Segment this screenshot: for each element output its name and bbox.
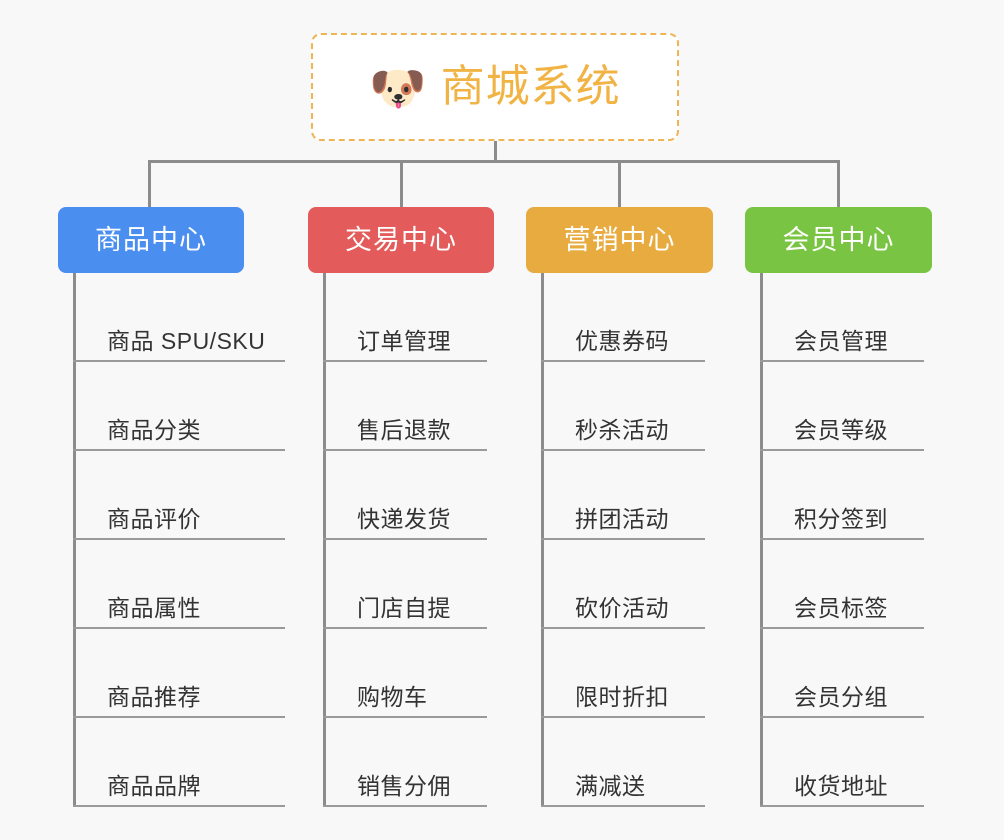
leaf-label: 门店自提 — [357, 595, 451, 621]
leaf-item[interactable]: 商品品牌 — [73, 718, 285, 807]
leaf-item[interactable]: 售后退款 — [323, 362, 487, 451]
leaf-label: 会员管理 — [794, 328, 888, 354]
leaf-item[interactable]: 门店自提 — [323, 540, 487, 629]
leaf-underline — [73, 538, 285, 540]
leaf-underline — [760, 627, 924, 629]
leaf-item[interactable]: 商品评价 — [73, 451, 285, 540]
root-stem-connector — [494, 141, 497, 162]
leaf-underline — [541, 538, 705, 540]
leaf-underline — [760, 805, 924, 807]
leaf-underline — [73, 449, 285, 451]
root-node[interactable]: 🐶 商城系统 — [311, 33, 679, 141]
leaf-item[interactable]: 购物车 — [323, 629, 487, 718]
leaf-underline — [73, 627, 285, 629]
leaf-underline — [323, 360, 487, 362]
leaf-underline — [541, 805, 705, 807]
leaf-underline — [541, 716, 705, 718]
branch-trunk-line — [323, 273, 326, 807]
leaf-label: 购物车 — [357, 684, 428, 710]
leaf-label: 积分签到 — [794, 506, 888, 532]
leaf-item[interactable]: 会员分组 — [760, 629, 924, 718]
leaf-item[interactable]: 满减送 — [541, 718, 705, 807]
leaf-label: 商品属性 — [107, 595, 201, 621]
bus-bar-connector — [148, 160, 840, 163]
leaf-underline — [541, 627, 705, 629]
leaf-underline — [73, 716, 285, 718]
leaf-item[interactable]: 积分签到 — [760, 451, 924, 540]
leaf-underline — [323, 805, 487, 807]
leaf-underline — [323, 538, 487, 540]
leaf-list: 优惠券码秒杀活动拼团活动砍价活动限时折扣满减送 — [541, 273, 705, 807]
leaf-label: 商品分类 — [107, 417, 201, 443]
leaf-underline — [541, 449, 705, 451]
leaf-item[interactable]: 销售分佣 — [323, 718, 487, 807]
leaf-underline — [760, 538, 924, 540]
leaf-label: 商品推荐 — [107, 684, 201, 710]
leaf-label: 商品评价 — [107, 506, 201, 532]
leaf-label: 优惠券码 — [575, 328, 669, 354]
leaf-list: 会员管理会员等级积分签到会员标签会员分组收货地址 — [760, 273, 924, 807]
branch-trunk-line — [760, 273, 763, 807]
leaf-item[interactable]: 订单管理 — [323, 273, 487, 362]
category-node-trade-center[interactable]: 交易中心 — [308, 207, 494, 273]
leaf-item[interactable]: 商品分类 — [73, 362, 285, 451]
dog-face-icon: 🐶 — [369, 62, 427, 114]
drop-connector-2 — [400, 160, 403, 208]
leaf-item[interactable]: 会员管理 — [760, 273, 924, 362]
leaf-item[interactable]: 秒杀活动 — [541, 362, 705, 451]
leaf-underline — [541, 360, 705, 362]
leaf-label: 商品 SPU/SKU — [107, 328, 266, 354]
leaf-underline — [323, 627, 487, 629]
leaf-underline — [323, 716, 487, 718]
leaf-item[interactable]: 快递发货 — [323, 451, 487, 540]
leaf-label: 售后退款 — [357, 417, 451, 443]
drop-connector-1 — [148, 160, 151, 208]
branch-trunk-line — [541, 273, 544, 807]
leaf-item[interactable]: 优惠券码 — [541, 273, 705, 362]
category-label: 商品中心 — [95, 224, 207, 255]
category-node-product-center[interactable]: 商品中心 — [58, 207, 244, 273]
branch-trunk-line — [73, 273, 76, 807]
leaf-list: 商品 SPU/SKU 商品分类商品评价商品属性商品推荐商品品牌 — [73, 273, 285, 807]
category-label: 交易中心 — [345, 224, 457, 255]
category-label: 营销中心 — [563, 224, 676, 255]
leaf-label: 订单管理 — [357, 328, 451, 354]
leaf-underline — [760, 360, 924, 362]
leaf-label: 秒杀活动 — [575, 417, 669, 443]
leaf-label: 限时折扣 — [575, 684, 669, 710]
root-title: 商城系统 — [440, 62, 621, 111]
leaf-underline — [73, 360, 285, 362]
leaf-underline — [73, 805, 285, 807]
leaf-label: 会员等级 — [794, 417, 888, 443]
leaf-label: 拼团活动 — [575, 506, 669, 532]
leaf-label: 快递发货 — [357, 506, 451, 532]
leaf-label: 收货地址 — [794, 773, 888, 799]
leaf-label: 满减送 — [575, 773, 646, 799]
leaf-item[interactable]: 限时折扣 — [541, 629, 705, 718]
leaf-list: 订单管理售后退款快递发货门店自提购物车销售分佣 — [323, 273, 487, 807]
leaf-item[interactable]: 砍价活动 — [541, 540, 705, 629]
leaf-underline — [760, 716, 924, 718]
category-label: 会员中心 — [782, 224, 895, 255]
leaf-label: 会员标签 — [794, 595, 888, 621]
leaf-label: 商品品牌 — [107, 773, 201, 799]
category-node-member-center[interactable]: 会员中心 — [745, 207, 932, 273]
leaf-label: 会员分组 — [794, 684, 888, 710]
leaf-underline — [760, 449, 924, 451]
drop-connector-4 — [837, 160, 840, 208]
leaf-item[interactable]: 收货地址 — [760, 718, 924, 807]
category-node-marketing-center[interactable]: 营销中心 — [526, 207, 713, 273]
leaf-label: 砍价活动 — [575, 595, 669, 621]
leaf-item[interactable]: 会员等级 — [760, 362, 924, 451]
leaf-item[interactable]: 商品推荐 — [73, 629, 285, 718]
leaf-item[interactable]: 商品 SPU/SKU — [73, 273, 285, 362]
leaf-item[interactable]: 拼团活动 — [541, 451, 705, 540]
drop-connector-3 — [618, 160, 621, 208]
leaf-item[interactable]: 商品属性 — [73, 540, 285, 629]
leaf-underline — [323, 449, 487, 451]
leaf-label: 销售分佣 — [357, 773, 451, 799]
leaf-item[interactable]: 会员标签 — [760, 540, 924, 629]
